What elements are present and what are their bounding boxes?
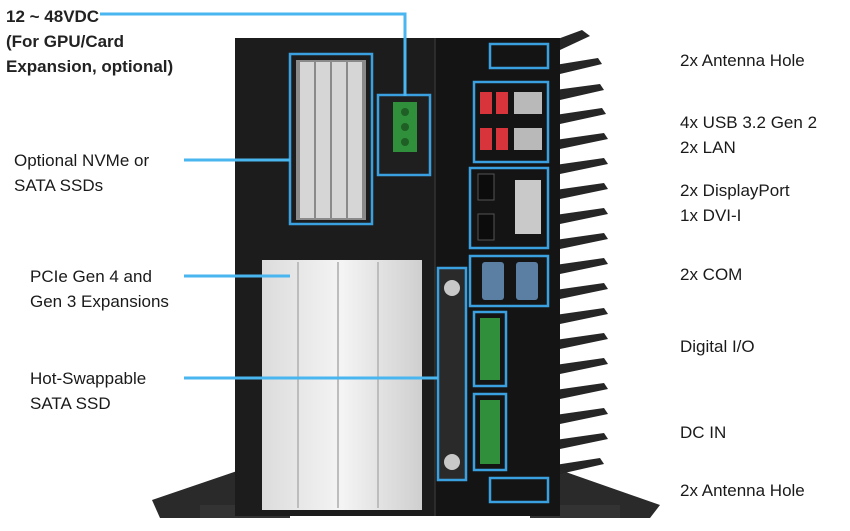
leader-lines-left	[100, 12, 438, 380]
label-dcin: DC IN	[680, 423, 727, 442]
com-ports	[468, 254, 550, 308]
ssd-trays	[288, 52, 374, 226]
label-pcie: PCIe Gen 4 and Gen 3 Expansions	[30, 267, 169, 311]
label-usb-lan: 4x USB 3.2 Gen 2 2x LAN	[680, 113, 818, 157]
label-antenna-top: 2x Antenna Hole	[680, 51, 805, 70]
heatsink-fins	[555, 30, 608, 474]
label-antenna-bottom: 2x Antenna Hole	[680, 481, 805, 500]
leader-lines-right	[506, 58, 668, 492]
usb-lan-ports	[472, 80, 550, 164]
label-power: 12 ~ 48VDC (For GPU/Card Expansion, opti…	[6, 7, 174, 76]
antenna-top-box	[488, 42, 550, 70]
label-com: 2x COM	[680, 265, 743, 284]
label-dio: Digital I/O	[680, 337, 755, 356]
dio-terminal	[472, 310, 508, 388]
label-hotswap: Hot-Swappable SATA SSD	[30, 369, 147, 413]
label-display: 2x DisplayPort 1x DVI-I	[680, 181, 790, 225]
label-nvme: Optional NVMe or SATA SSDs	[14, 151, 150, 195]
power-terminal	[376, 93, 432, 177]
hotswap-tray	[436, 266, 468, 482]
pcie-slots	[262, 260, 422, 510]
